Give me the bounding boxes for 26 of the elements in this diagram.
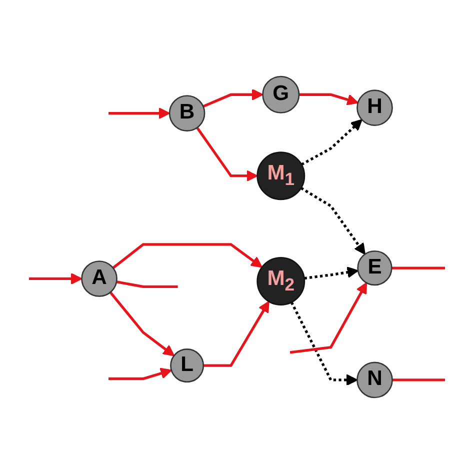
circle-node: A [81,260,118,297]
arrow [108,107,170,120]
arrow [108,368,172,380]
arrow [203,300,270,367]
arrow [290,282,368,354]
circle-node: N [356,362,393,398]
circle-node: H [356,90,393,126]
arrow [29,272,82,285]
arrow [109,291,175,356]
circle-node: E [357,250,392,286]
connector-line [392,378,445,382]
connector-line [116,280,178,288]
circle-node: L [170,348,204,383]
circle-node: M$_{1}$ [256,152,306,200]
arrow [300,119,362,166]
circle-node: B [168,95,206,132]
arrow [299,93,358,106]
arrow [202,88,264,108]
arrow [300,186,366,255]
arrow [112,243,262,269]
connector-line [392,266,445,270]
circle-node: G [262,76,300,114]
arrow [290,302,358,386]
circle-node: M$_{2}$ [256,256,306,306]
arrow [304,266,359,280]
arrow [196,126,258,182]
